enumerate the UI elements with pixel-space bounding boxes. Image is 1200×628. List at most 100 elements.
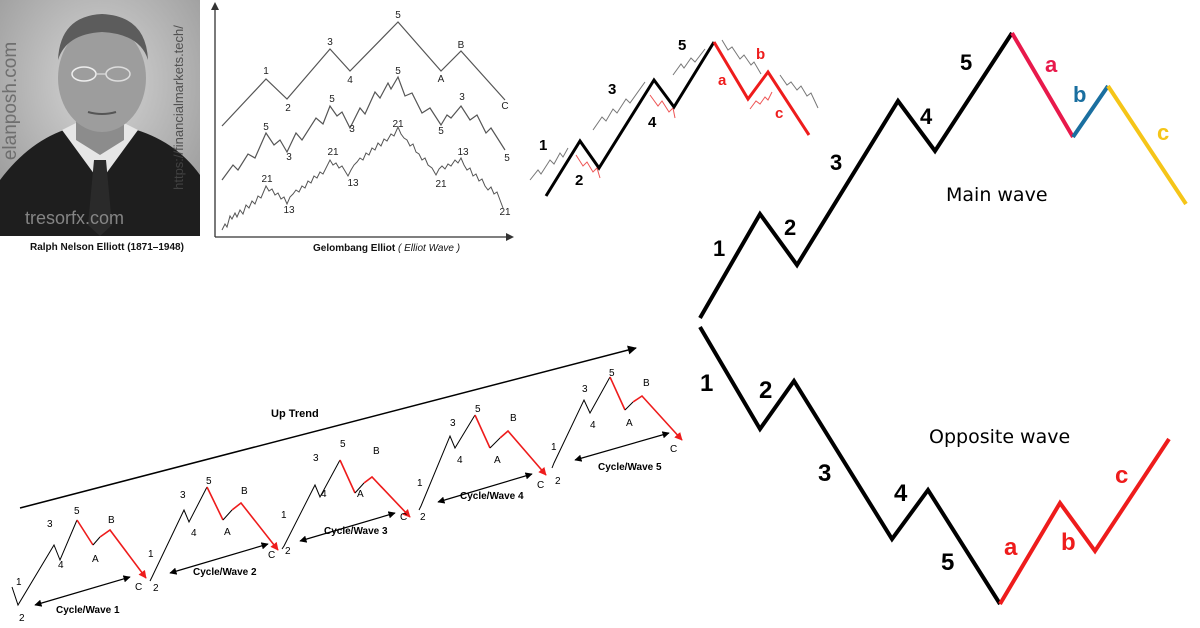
svg-text:3: 3 — [180, 490, 186, 501]
svg-text:21: 21 — [327, 147, 339, 158]
svg-text:3: 3 — [830, 150, 842, 175]
cycle-label-2: Cycle/Wave 2 — [193, 567, 257, 578]
svg-text:A: A — [438, 74, 445, 85]
svg-text:21: 21 — [435, 179, 447, 190]
svg-text:3: 3 — [349, 124, 355, 135]
svg-text:1: 1 — [539, 137, 547, 154]
svg-text:c: c — [1157, 120, 1169, 145]
svg-text:b: b — [756, 46, 765, 63]
svg-text:5: 5 — [941, 549, 954, 576]
svg-text:21: 21 — [392, 119, 404, 130]
svg-text:1: 1 — [700, 370, 713, 397]
svg-text:5: 5 — [609, 368, 615, 379]
svg-text:3: 3 — [818, 460, 831, 487]
portrait-silhouette — [0, 0, 200, 236]
cycle-label-1: Cycle/Wave 1 — [56, 605, 120, 616]
svg-text:4: 4 — [920, 104, 933, 129]
svg-text:3: 3 — [450, 418, 456, 429]
svg-text:4: 4 — [457, 455, 463, 466]
svg-text:B: B — [643, 378, 650, 389]
svg-text:4: 4 — [58, 560, 64, 571]
svg-text:5: 5 — [438, 126, 444, 137]
svg-text:3: 3 — [47, 519, 53, 530]
fractal-wave-chart: 1 2 3 4 5 A B C 5 3 5 3 5 5 3 5 21 13 21… — [211, 2, 514, 241]
svg-text:C: C — [670, 444, 677, 455]
svg-text:2: 2 — [575, 172, 583, 189]
svg-text:1: 1 — [551, 442, 557, 453]
svg-text:B: B — [458, 40, 465, 51]
svg-text:4: 4 — [894, 480, 908, 507]
caption-main: Gelombang Elliot — [313, 243, 396, 254]
portrait-photo: elanposh.com https://financialmarkets.te… — [0, 0, 200, 236]
main-b-leg — [1071, 84, 1110, 139]
svg-text:4: 4 — [191, 528, 197, 539]
fractal-chart-caption: Gelombang Elliot ( Elliot Wave ) — [313, 243, 460, 254]
watermark-financialmarkets: https://financialmarkets.tech/ — [170, 25, 186, 190]
svg-text:A: A — [92, 554, 99, 565]
svg-text:c: c — [775, 105, 783, 122]
svg-text:3: 3 — [313, 453, 319, 464]
cycle-label-4: Cycle/Wave 4 — [460, 491, 524, 502]
svg-text:13: 13 — [283, 205, 295, 216]
svg-text:1: 1 — [281, 510, 287, 521]
cycle-1 — [11, 519, 147, 607]
main-c-leg — [1106, 84, 1188, 206]
small-wave-diagram: 1 2 3 4 5 a b c — [529, 37, 819, 197]
opposite-wave-title: Opposite wave — [929, 426, 1071, 448]
svg-text:3: 3 — [608, 81, 616, 98]
svg-text:c: c — [1115, 462, 1128, 489]
cycle-3 — [281, 459, 411, 550]
svg-text:5: 5 — [74, 506, 80, 517]
caption-italic: ( Elliot Wave ) — [398, 243, 461, 254]
svg-text:C: C — [135, 582, 142, 593]
svg-text:a: a — [1045, 52, 1058, 77]
svg-text:1: 1 — [263, 66, 269, 77]
svg-text:3: 3 — [459, 92, 465, 103]
svg-text:1: 1 — [16, 577, 22, 588]
main-opposite-wave-diagram: 1 2 3 4 5 a b c 1 2 3 4 5 a b c — [698, 31, 1188, 606]
svg-text:4: 4 — [590, 420, 596, 431]
uptrend-title: Up Trend — [271, 408, 319, 420]
svg-text:B: B — [373, 446, 380, 457]
svg-text:2: 2 — [420, 512, 426, 523]
opposite-correction-line — [998, 437, 1171, 606]
svg-text:A: A — [357, 489, 364, 500]
watermark-tresorfx: tresorfx.com — [25, 208, 125, 228]
cycle-label-5: Cycle/Wave 5 — [598, 462, 662, 473]
svg-text:B: B — [510, 413, 517, 424]
svg-text:2: 2 — [285, 103, 291, 114]
watermark-elanposh: elanposh.com — [0, 41, 22, 161]
svg-text:C: C — [501, 101, 508, 112]
svg-text:1: 1 — [417, 478, 423, 489]
svg-text:C: C — [268, 550, 275, 561]
svg-text:2: 2 — [759, 377, 772, 404]
svg-text:b: b — [1061, 529, 1076, 556]
svg-text:3: 3 — [327, 37, 333, 48]
svg-text:A: A — [224, 527, 231, 538]
svg-text:5: 5 — [395, 66, 401, 77]
svg-text:2: 2 — [555, 476, 561, 487]
svg-text:4: 4 — [347, 75, 353, 86]
svg-text:21: 21 — [261, 174, 273, 185]
svg-text:1: 1 — [148, 549, 154, 560]
uptrend-cycles-diagram: Up Trend 1 — [11, 345, 683, 624]
svg-text:B: B — [108, 515, 115, 526]
svg-text:C: C — [400, 512, 407, 523]
opposite-impulse-line — [698, 325, 1002, 606]
svg-text:a: a — [1004, 534, 1018, 561]
svg-text:5: 5 — [329, 94, 335, 105]
svg-text:4: 4 — [648, 114, 657, 131]
svg-text:a: a — [718, 72, 727, 89]
svg-text:5: 5 — [504, 153, 510, 164]
svg-text:2: 2 — [784, 215, 796, 240]
svg-text:2: 2 — [19, 613, 25, 624]
svg-text:5: 5 — [678, 37, 686, 54]
svg-text:5: 5 — [960, 50, 972, 75]
cycle-4 — [418, 414, 547, 511]
svg-text:2: 2 — [153, 583, 159, 594]
svg-text:5: 5 — [475, 404, 481, 415]
main-wave-title: Main wave — [946, 184, 1048, 206]
svg-text:21: 21 — [499, 207, 511, 218]
svg-text:4: 4 — [321, 489, 327, 500]
cycle-2 — [149, 486, 279, 582]
